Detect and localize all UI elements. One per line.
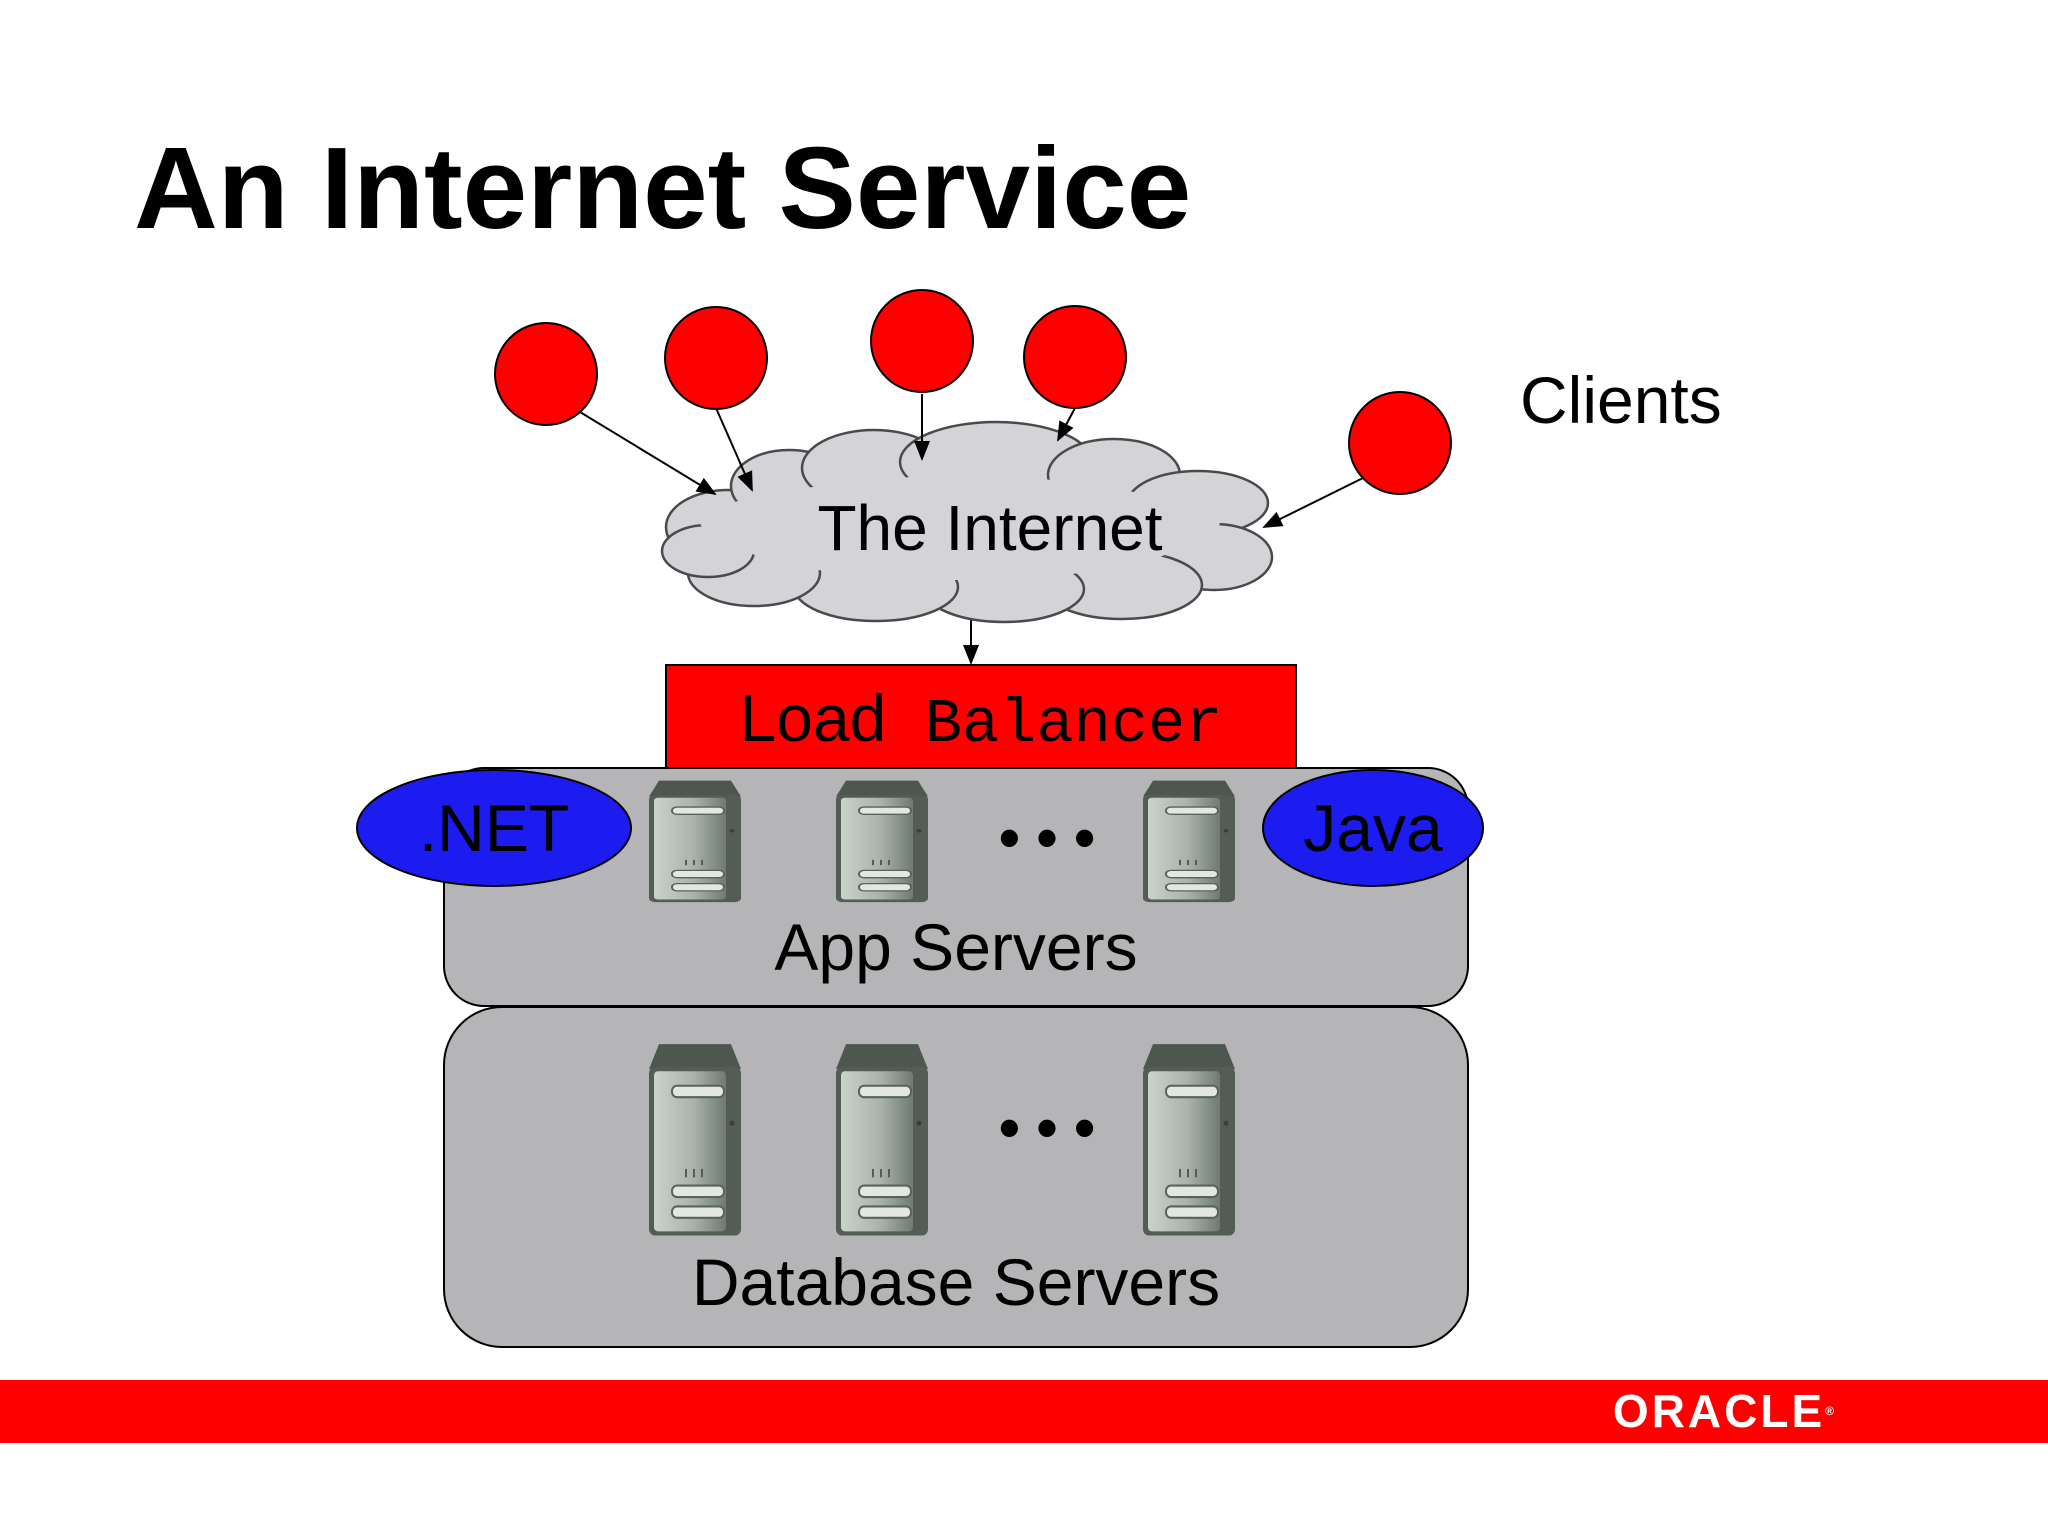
server-icon [1141,1043,1237,1237]
arrow-client-5 [1262,477,1364,528]
client-node [664,306,768,410]
app-ellipsis: • • • [999,804,1095,871]
db-tier-label: Database Servers [692,1245,1220,1319]
arrow-client-2 [715,407,753,492]
server-icon [648,779,742,904]
server-icon [647,1043,743,1237]
arrow-client-1 [579,411,717,496]
oracle-logo: ORACLE® [1613,1388,1834,1434]
load-word: Load [740,681,887,755]
server-icon [1142,779,1236,904]
client-node [870,289,974,393]
internet-label: The Internet [817,492,1162,564]
client-node [1023,305,1127,409]
app-tier-label: App Servers [774,910,1137,984]
java-badge [1262,769,1484,887]
load-balancer-label: Load Balancer [740,681,1223,760]
registered-mark: ® [1825,1404,1834,1418]
dotnet-badge [356,769,632,887]
internet-cloud [660,420,1274,624]
client-node [1348,391,1452,495]
server-icon [834,1043,930,1237]
client-node [494,322,598,426]
db-ellipsis: • • • [999,1094,1095,1161]
oracle-wordmark: ORACLE [1612,1385,1826,1437]
arrow-client-4 [1057,407,1076,442]
footer-bar: ORACLE® [0,1380,2048,1443]
dotnet-label: .NET [419,791,569,865]
balancer-word: Balancer [925,689,1223,760]
clients-label: Clients [1520,363,1722,437]
java-label: Java [1303,791,1443,865]
load-balancer [665,664,1297,769]
slide-title: An Internet Service [134,123,1192,253]
server-icon [835,779,929,904]
